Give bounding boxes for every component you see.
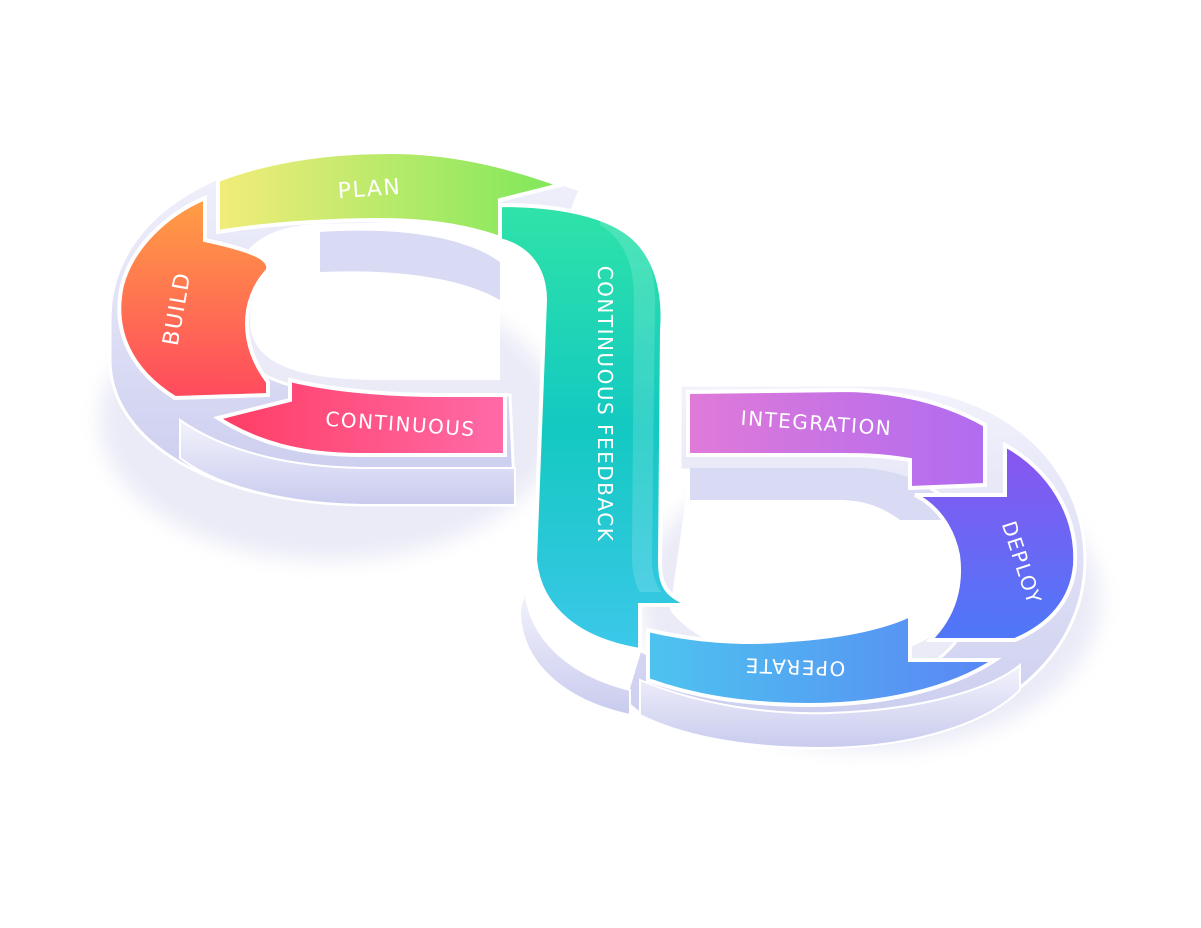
feedback-segment — [498, 202, 691, 653]
label-operate: OPERATE — [744, 653, 846, 681]
operate-wall — [639, 662, 1021, 750]
segment-build — [117, 194, 271, 401]
segment-continuous — [213, 377, 507, 457]
label-continuous-feedback: CONTINUOUS FEEDBACK — [593, 266, 617, 543]
feedback-wall — [518, 589, 631, 717]
center-band — [498, 202, 691, 717]
feedback-highlight — [600, 215, 662, 592]
continuous-wall — [179, 418, 516, 506]
label-plan: PLAN — [337, 175, 402, 204]
segment-integration — [686, 387, 987, 491]
segment-operate — [646, 611, 1002, 708]
right-loop — [623, 383, 1087, 750]
segment-deploy — [914, 441, 1078, 642]
segment-plan — [216, 149, 567, 241]
left-loop — [108, 148, 582, 507]
right-loop-inner-wall — [690, 468, 955, 520]
right-loop-hole — [670, 470, 968, 662]
left-loop-inner-wall — [320, 230, 500, 300]
